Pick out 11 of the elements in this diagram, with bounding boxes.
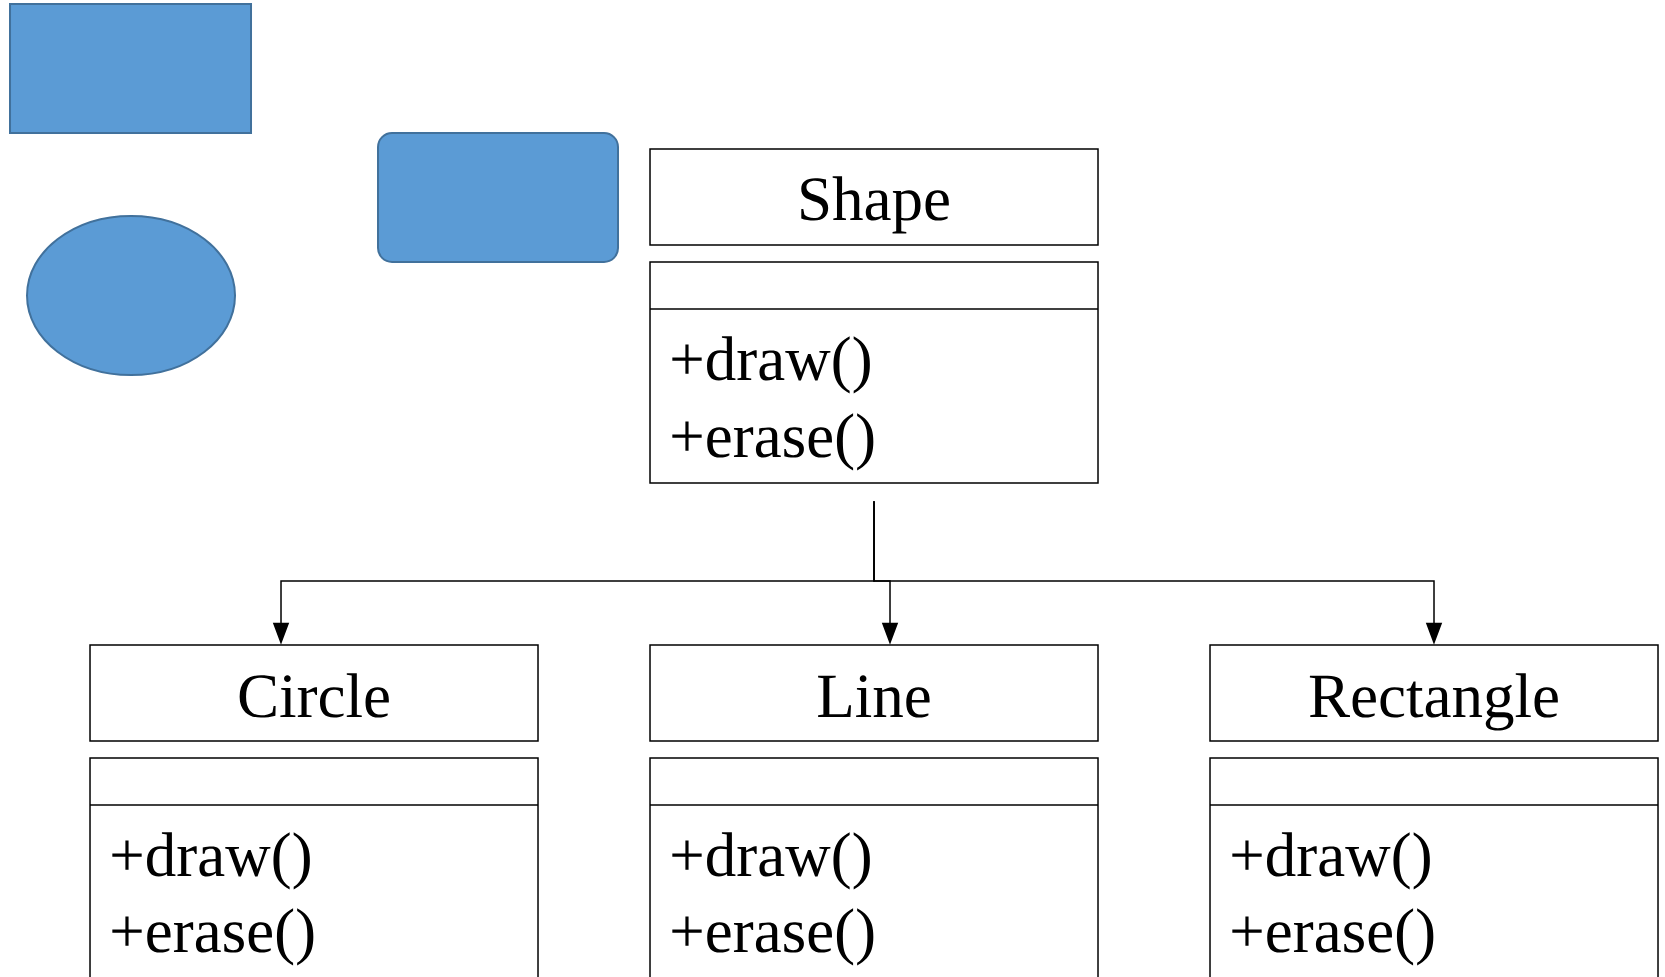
class-box: Line +draw() +erase() (649, 644, 1099, 977)
class-box: Circle +draw() +erase() (89, 644, 539, 977)
node-label: Rectangle (1309, 673, 1558, 731)
filled-ellipse (26, 215, 236, 376)
class-box: Rectangle +draw() +erase() (1209, 644, 1659, 977)
filled-box (9, 3, 252, 134)
node-label: Circle (239, 673, 389, 718)
rounded-box (377, 132, 619, 263)
class-box: Shape +draw() +erase() (649, 148, 1099, 484)
node-label: Shape (801, 176, 949, 234)
node-label: Line (818, 675, 930, 718)
